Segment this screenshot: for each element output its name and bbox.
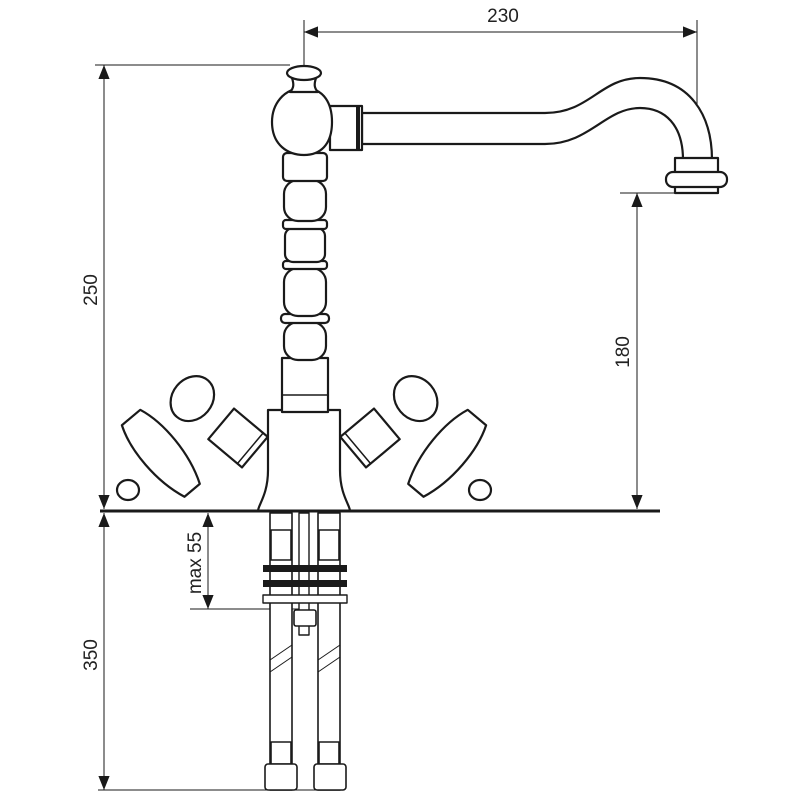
left-handle[interactable] [115, 367, 269, 502]
reach-label: 230 [487, 6, 519, 27]
right-handle[interactable] [339, 367, 493, 502]
max-thickness-label: max 55 [185, 532, 206, 594]
clearance-label: 180 [613, 336, 634, 368]
supply-hoses [262, 512, 348, 791]
height-label: 250 [81, 274, 102, 306]
spout [328, 76, 729, 195]
hose-length-label: 350 [81, 639, 102, 671]
